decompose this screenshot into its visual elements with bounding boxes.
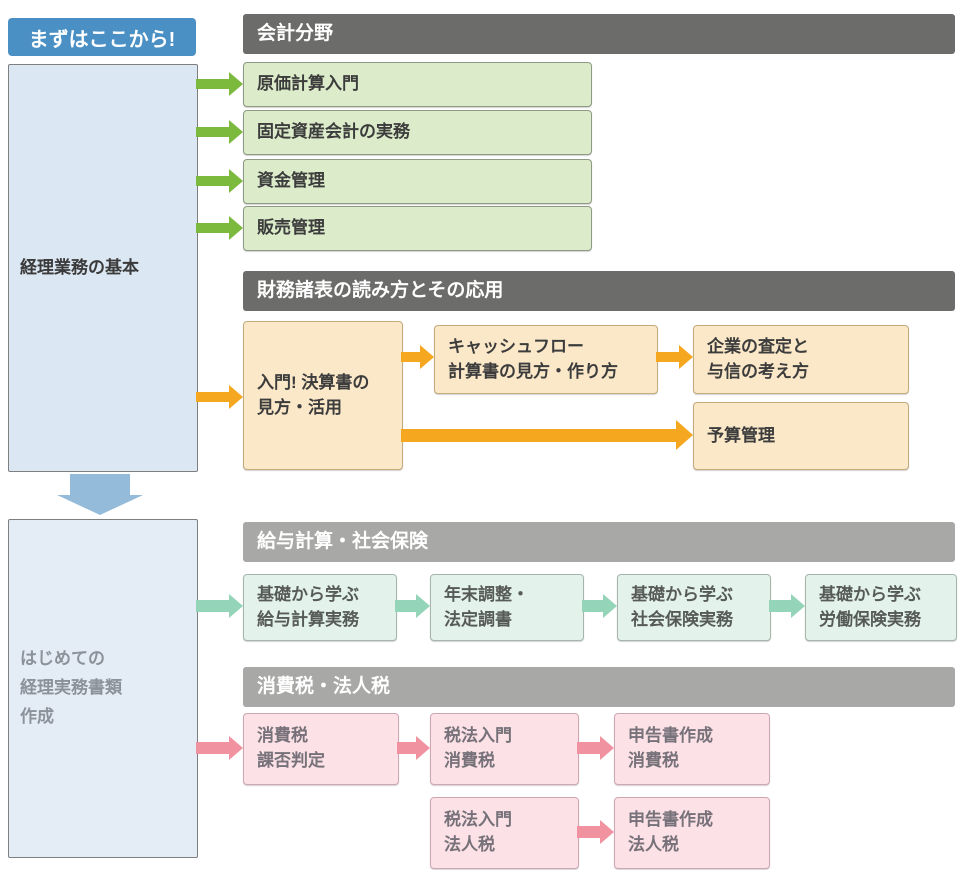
arrow-shaft (70, 474, 130, 495)
arrow-head (679, 345, 693, 369)
intro-to-budget-arrow (401, 420, 693, 450)
arrow-head (676, 420, 693, 450)
section-header-financial-statements: 財務諸表の読み方とその応用 (243, 271, 955, 311)
arrow-head (416, 736, 430, 760)
course-label-labor-insurance: 基礎から学ぶ 労働保険実務 (819, 584, 921, 629)
course-label-cost-accounting: 原価計算入門 (257, 74, 359, 94)
intro-to-cashflow-arrow (401, 345, 434, 369)
arrow-shaft (196, 127, 229, 137)
arrow-head (603, 594, 617, 618)
course-label-tax-return-corporate: 申告書作成 法人税 (628, 810, 713, 854)
arrow-head (57, 495, 143, 515)
arrow-shaft (196, 742, 229, 754)
arrow-head (229, 594, 243, 618)
payroll-basics-to-year-end-arrow (395, 594, 430, 618)
start-here-banner: まずはここから! (8, 18, 196, 56)
arrow-shaft (196, 392, 229, 402)
course-box-consumption-tax-taxability[interactable]: 消費税 課否判定 (243, 713, 399, 785)
course-box-statements-intro[interactable]: 入門! 決算書の 見方・活用 (243, 321, 403, 470)
course-label-first-documents: はじめての 経理実務書類 作成 (20, 649, 122, 726)
course-label-social-insurance: 基礎から学ぶ 社会保険実務 (631, 584, 733, 629)
course-box-cashflow-statement[interactable]: キャッシュフロー 計算書の見方・作り方 (434, 325, 658, 394)
cashflow-to-credit-arrow (656, 345, 693, 369)
arrow-shaft (401, 428, 676, 442)
course-box-payroll-basics[interactable]: 基礎から学ぶ 給与計算実務 (243, 574, 397, 641)
course-label-consumption-tax-taxability: 消費税 課否判定 (257, 726, 325, 770)
section-header-payroll: 給与計算・社会保険 (243, 522, 955, 562)
arrow-shaft (582, 600, 603, 612)
course-box-first-documents[interactable]: はじめての 経理実務書類 作成 (8, 519, 198, 858)
course-box-budget-management[interactable]: 予算管理 (693, 402, 909, 470)
arrow-shaft (196, 223, 229, 233)
arrow-head (416, 594, 430, 618)
arrow-head (229, 120, 243, 144)
section-header-tax: 消費税・法人税 (243, 667, 955, 707)
basics-to-statements-intro-arrow (196, 385, 243, 409)
tax-law-to-return-corporate-arrow (577, 820, 614, 844)
social-to-labor-insurance-arrow (769, 594, 805, 618)
course-box-cost-accounting[interactable]: 原価計算入門 (243, 62, 592, 107)
course-box-cash-management[interactable]: 資金管理 (243, 159, 592, 204)
arrow-head (600, 820, 614, 844)
course-label-tax-law-corporate: 税法入門 法人税 (444, 810, 512, 854)
course-label-company-credit: 企業の査定と 与信の考え方 (707, 336, 809, 381)
course-label-sales-management: 販売管理 (257, 218, 325, 238)
arrow-shaft (656, 352, 679, 362)
arrow-shaft (196, 79, 229, 89)
course-box-tax-law-corporate[interactable]: 税法入門 法人税 (430, 797, 579, 869)
year-end-to-social-insurance-arrow (582, 594, 617, 618)
course-box-tax-law-consumption[interactable]: 税法入門 消費税 (430, 713, 579, 785)
course-label-tax-law-consumption: 税法入門 消費税 (444, 726, 512, 770)
course-box-fixed-assets[interactable]: 固定資産会計の実務 (243, 110, 592, 155)
course-box-social-insurance[interactable]: 基礎から学ぶ 社会保険実務 (617, 574, 771, 641)
arrow-shaft (196, 600, 229, 612)
arrow-head (229, 736, 243, 760)
course-box-sales-management[interactable]: 販売管理 (243, 206, 592, 251)
section-header-accounting: 会計分野 (243, 14, 955, 54)
arrow-head (229, 169, 243, 193)
course-label-payroll-basics: 基礎から学ぶ 給与計算実務 (257, 584, 359, 629)
arrow-shaft (769, 600, 791, 612)
arrow-head (600, 736, 614, 760)
arrow-head (791, 594, 805, 618)
basics-to-fixed-assets-arrow (196, 120, 243, 144)
arrow-head (229, 216, 243, 240)
arrow-shaft (401, 352, 420, 362)
arrow-shaft (196, 176, 229, 186)
basics-to-cash-management-arrow (196, 169, 243, 193)
course-box-tax-return-corporate[interactable]: 申告書作成 法人税 (614, 797, 770, 869)
down-arrow-icon (57, 474, 143, 515)
basics-to-cost-accounting-arrow (196, 72, 243, 96)
arrow-shaft (577, 742, 600, 754)
course-label-statements-intro: 入門! 決算書の 見方・活用 (257, 372, 370, 417)
basics-to-sales-management-arrow (196, 216, 243, 240)
course-box-accounting-basics[interactable]: 経理業務の基本 (8, 64, 198, 472)
course-box-labor-insurance[interactable]: 基礎から学ぶ 労働保険実務 (805, 574, 957, 641)
course-box-tax-return-consumption[interactable]: 申告書作成 消費税 (614, 713, 770, 785)
course-label-tax-return-consumption: 申告書作成 消費税 (628, 726, 713, 770)
course-label-budget-management: 予算管理 (707, 425, 775, 445)
course-label-cashflow-statement: キャッシュフロー 計算書の見方・作り方 (448, 336, 618, 381)
course-label-cash-management: 資金管理 (257, 171, 325, 191)
documents-to-taxability-arrow (196, 736, 243, 760)
taxability-to-tax-law-consumption-arrow (397, 736, 430, 760)
course-label-accounting-basics: 経理業務の基本 (20, 257, 139, 277)
course-box-year-end-adjustment[interactable]: 年末調整・ 法定調書 (430, 574, 584, 641)
arrow-head (229, 385, 243, 409)
course-label-year-end-adjustment: 年末調整・ 法定調書 (444, 584, 529, 629)
arrow-head (420, 345, 434, 369)
arrow-shaft (395, 600, 416, 612)
arrow-head (229, 72, 243, 96)
course-box-company-credit[interactable]: 企業の査定と 与信の考え方 (693, 325, 909, 394)
course-label-fixed-assets: 固定資産会計の実務 (257, 122, 410, 142)
tax-law-to-return-consumption-arrow (577, 736, 614, 760)
documents-to-payroll-basics-arrow (196, 594, 243, 618)
arrow-shaft (397, 742, 416, 754)
arrow-shaft (577, 826, 600, 838)
